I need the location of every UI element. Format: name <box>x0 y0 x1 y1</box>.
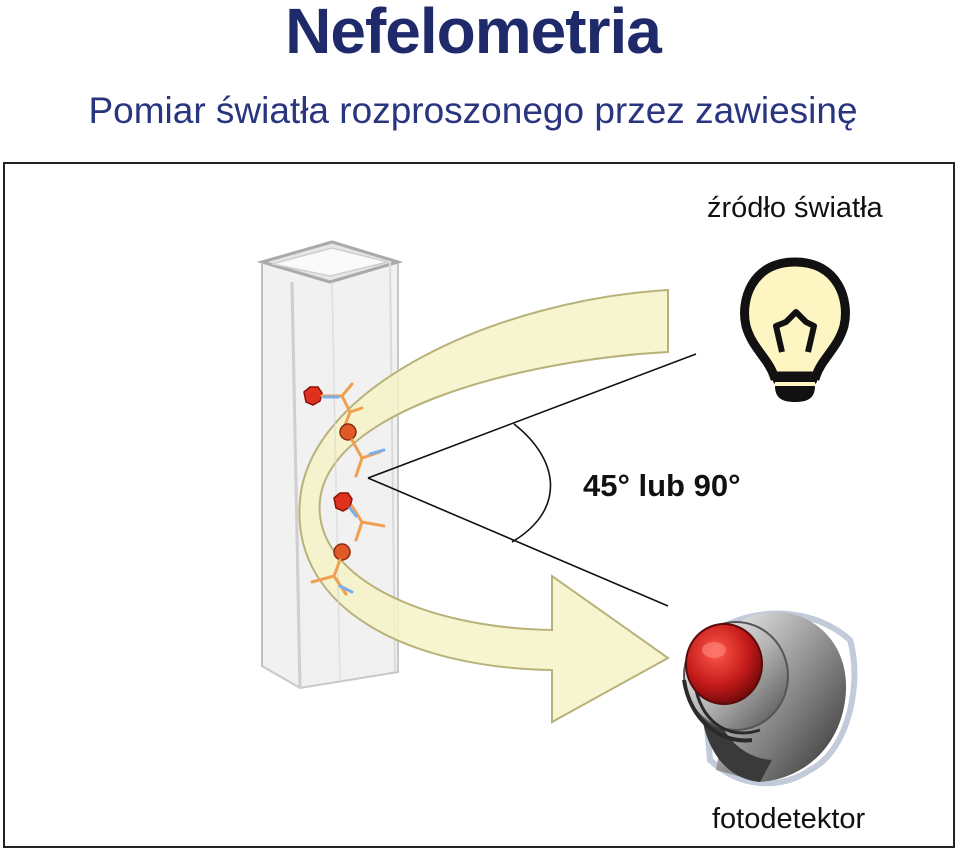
antibody-3 <box>350 504 386 542</box>
page-subtitle: Pomiar światła rozproszonego przez zawie… <box>88 90 858 131</box>
page-title: Nefelometria <box>285 0 662 67</box>
light-bulb-icon <box>740 257 850 402</box>
antigen-3 <box>333 492 353 512</box>
light-source-label: źródło światła <box>707 192 883 224</box>
antigen-4 <box>333 543 351 561</box>
cuvette-front-edges <box>261 262 341 681</box>
cuvette-icon <box>256 240 404 690</box>
immune-complexes <box>303 382 386 596</box>
scattered-light-arrow <box>298 288 670 724</box>
photodetector-icon <box>682 610 858 787</box>
angle-label: 45° lub 90° <box>583 468 741 503</box>
angle-indicator <box>367 353 697 607</box>
antigen-2 <box>339 423 357 441</box>
diagram-panel <box>3 162 955 848</box>
detector-label: fotodetektor <box>712 803 866 835</box>
